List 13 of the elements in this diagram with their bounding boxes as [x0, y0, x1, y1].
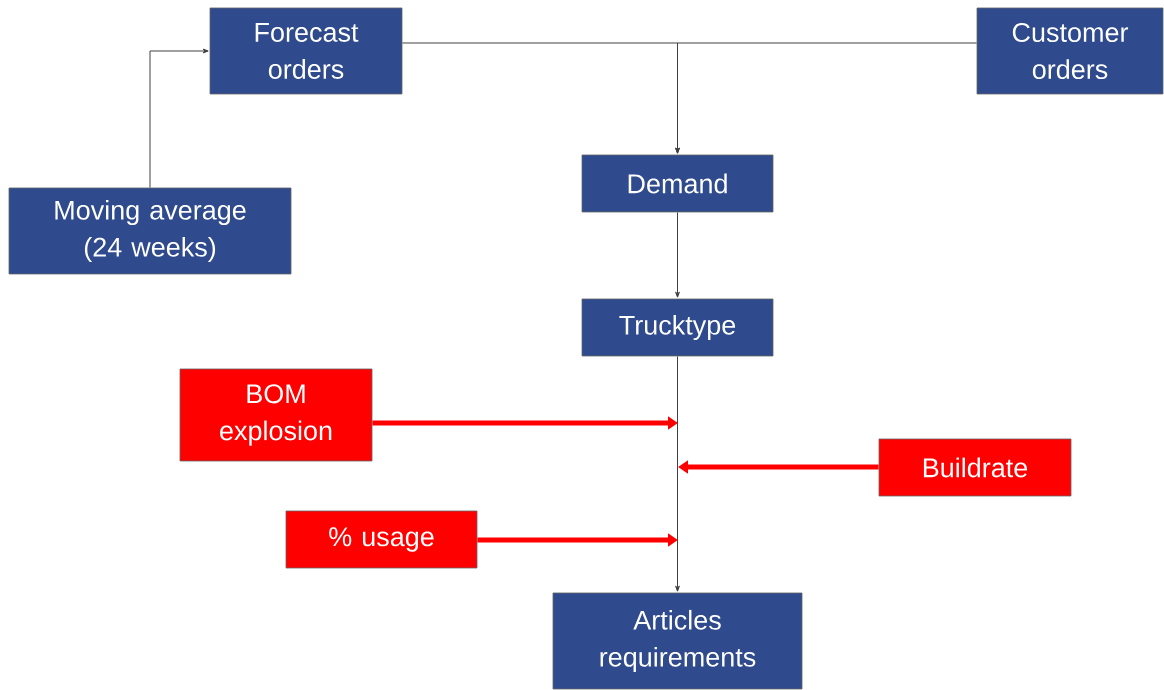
process-box: Forecast orders — [209, 7, 403, 95]
input-box: BOM explosion — [179, 368, 373, 462]
process-box: Moving average (24 weeks) — [8, 187, 292, 275]
input-box: Buildrate — [878, 438, 1072, 497]
process-box: Demand — [581, 154, 774, 213]
process-box: Trucktype — [581, 298, 774, 357]
process-box: Articles requirements — [552, 592, 803, 690]
process-box: Customer orders — [976, 7, 1164, 95]
input-box: % usage — [285, 510, 478, 569]
arrow — [675, 211, 680, 298]
arrow — [675, 42, 978, 154]
arrow — [149, 48, 209, 189]
arrow — [675, 355, 680, 592]
